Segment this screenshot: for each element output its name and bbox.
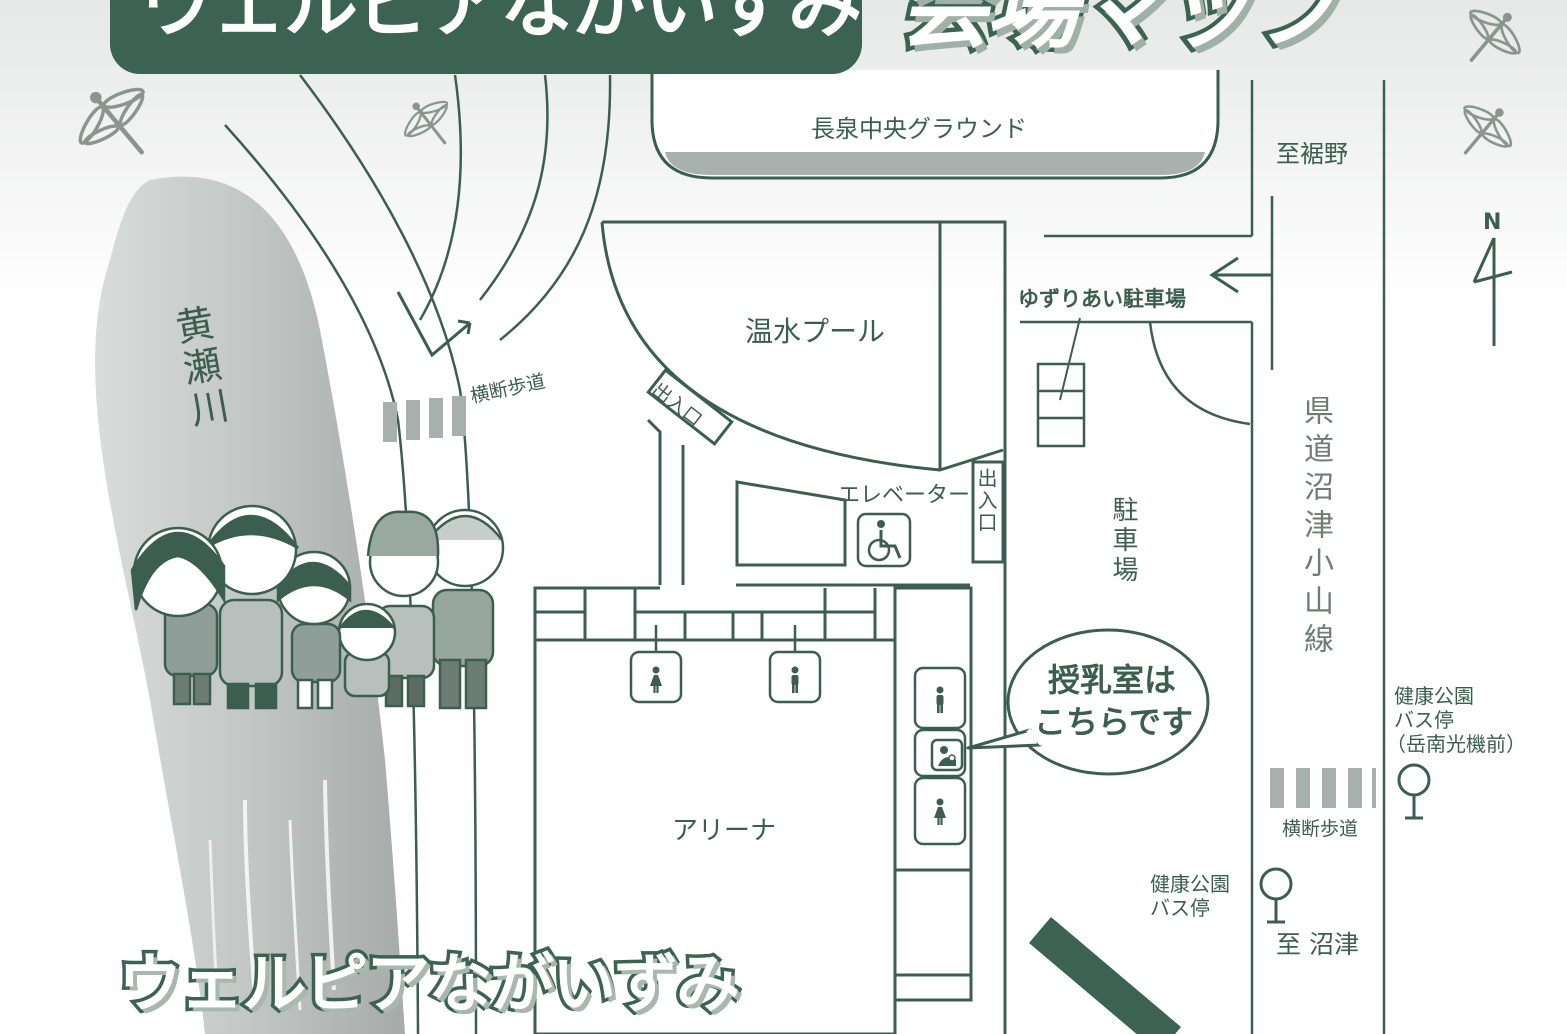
parking-label: 駐車場 <box>1108 496 1138 586</box>
elevator-label: エレベーター <box>838 483 971 508</box>
bus-stop-1-line2: バス停 <box>1394 708 1454 732</box>
restroom-icon <box>629 625 967 846</box>
arena-label: アリーナ <box>672 816 777 846</box>
footer-facility-title: ウェルピアながいずみ <box>115 948 744 1022</box>
facility-title: ウェルピアながいずみ <box>140 0 862 48</box>
bus-stop-2-line2: バス停 <box>1150 896 1210 920</box>
nursing-room-icon <box>930 738 964 772</box>
prefectural-road-label: 県道沼津小山線 <box>1298 395 1333 661</box>
north-label: N <box>1483 210 1502 235</box>
bus-stop-1-line3: （岳南光機前） <box>1386 732 1526 756</box>
east-entrance-label: 出入口 <box>974 468 998 534</box>
to-numazu-label: 至 沼津 <box>1276 930 1359 959</box>
pool-label: 温水プール <box>745 315 886 348</box>
bus-stop-1-line1: 健康公園 <box>1394 684 1474 708</box>
map-title: 会場マップ <box>889 0 1361 66</box>
north-arrow-icon <box>1472 237 1513 346</box>
ground-label: 長泉中央グラウンド <box>811 115 1027 143</box>
nursing-callout-line2: こちらです <box>1034 703 1194 741</box>
family-illustration <box>130 504 505 710</box>
bus-stop-2-line1: 健康公園 <box>1150 872 1230 896</box>
central-ground <box>650 70 1220 180</box>
facility-title-banner: ウェルピアながいずみ <box>110 0 862 74</box>
crosswalk-right-label: 横断歩道 <box>1282 818 1359 840</box>
to-susono-label: 至裾野 <box>1276 140 1348 168</box>
nursing-callout-line1: 授乳室は <box>1048 661 1177 699</box>
wheelchair-icon <box>856 512 912 568</box>
nursing-room-callout <box>966 628 1210 776</box>
priority-parking-label: ゆずりあい駐車場 <box>1018 287 1186 311</box>
